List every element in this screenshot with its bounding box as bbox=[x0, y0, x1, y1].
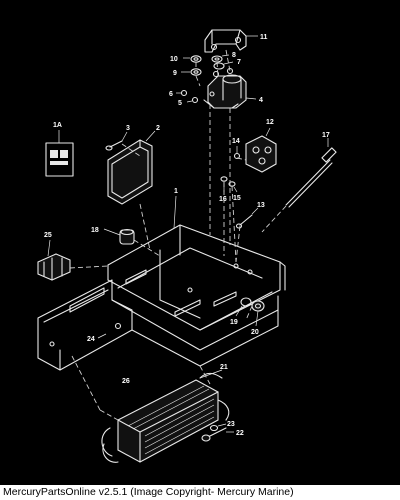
callout-3: 3 bbox=[126, 125, 130, 132]
callout-17: 17 bbox=[322, 132, 330, 139]
part-23-washer bbox=[209, 423, 227, 432]
callout-23: 23 bbox=[227, 421, 235, 428]
callout-19: 19 bbox=[230, 319, 238, 326]
part-13-screw bbox=[235, 207, 259, 229]
callout-1a: 1A bbox=[53, 122, 62, 129]
callout-4: 4 bbox=[259, 97, 263, 104]
callout-12: 12 bbox=[266, 119, 274, 126]
callout-18: 18 bbox=[91, 227, 99, 234]
callout-6: 6 bbox=[169, 91, 173, 98]
part-7-washer bbox=[213, 61, 234, 70]
part-17-bolt bbox=[285, 138, 337, 208]
part-2-module bbox=[107, 130, 156, 205]
part-6-nut bbox=[176, 89, 188, 97]
part-19-washer bbox=[235, 297, 252, 317]
part-22-screw bbox=[201, 427, 234, 442]
callout-25: 25 bbox=[44, 232, 52, 239]
callout-labels: 1A 1 2 3 4 5 6 7 8 9 10 11 12 13 14 15 1… bbox=[44, 34, 330, 437]
callout-14: 14 bbox=[232, 138, 240, 145]
callout-15: 15 bbox=[233, 195, 241, 202]
part-14-screw bbox=[233, 146, 241, 160]
callout-5: 5 bbox=[178, 100, 182, 107]
callout-20: 20 bbox=[251, 329, 259, 336]
callout-10: 10 bbox=[170, 56, 178, 63]
part-18-grommet bbox=[103, 228, 135, 245]
callout-22: 22 bbox=[236, 430, 244, 437]
callout-8: 8 bbox=[232, 52, 236, 59]
part-5-screw bbox=[186, 96, 199, 104]
part-11-clamp bbox=[204, 29, 258, 53]
callout-24: 24 bbox=[87, 336, 95, 343]
callout-9: 9 bbox=[173, 70, 177, 77]
copyright-caption: MercuryPartsOnline v2.5.1 (Image Copyrig… bbox=[0, 485, 400, 500]
callout-2: 2 bbox=[156, 125, 160, 132]
part-10-nut bbox=[183, 55, 202, 63]
callout-26: 26 bbox=[122, 378, 130, 385]
callout-21: 21 bbox=[220, 364, 228, 371]
callout-11: 11 bbox=[260, 34, 268, 41]
callout-7: 7 bbox=[237, 59, 241, 66]
part-3-screw bbox=[105, 131, 128, 151]
exploded-parts-diagram: 1A 1 2 3 4 5 6 7 8 9 10 11 12 13 14 15 1… bbox=[37, 29, 337, 463]
assembly-lines bbox=[69, 49, 287, 421]
part-1a-decal bbox=[45, 130, 74, 177]
part-8-washer bbox=[211, 54, 230, 63]
part-1-tray bbox=[107, 195, 286, 331]
callout-1: 1 bbox=[174, 188, 178, 195]
part-21-regulator bbox=[101, 369, 230, 463]
callout-16: 16 bbox=[219, 196, 227, 203]
part-12-terminal-block bbox=[245, 127, 277, 173]
callout-13: 13 bbox=[257, 202, 265, 209]
part-9-nut bbox=[181, 68, 202, 76]
part-25-connector bbox=[37, 239, 71, 281]
part-24-plate bbox=[37, 279, 279, 371]
part-4-solenoid bbox=[203, 67, 257, 109]
